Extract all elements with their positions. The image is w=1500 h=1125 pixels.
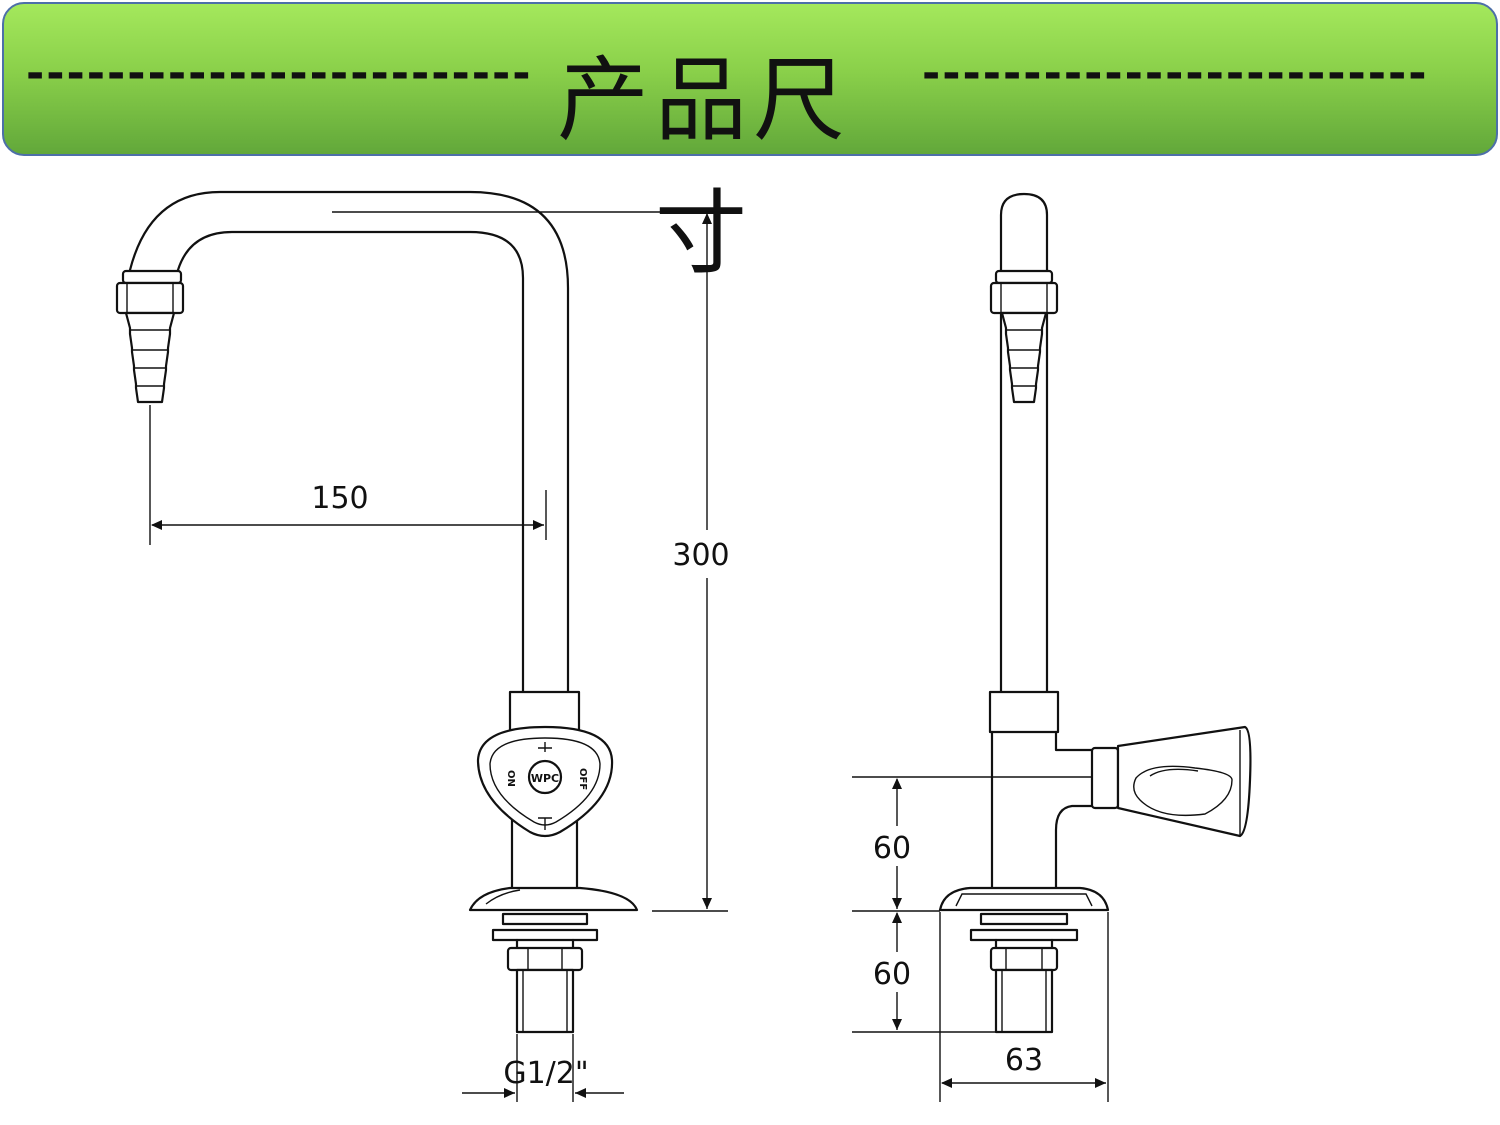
header-banner: ------------------------- 产品尺寸 ---------…	[2, 2, 1498, 287]
lock-nut	[506, 946, 584, 972]
washer-top	[501, 912, 589, 926]
header-left-dashes: -------------------------	[26, 48, 533, 99]
nozzle-collar	[121, 269, 183, 285]
washer-bottom	[491, 928, 599, 942]
side-lock-nut	[989, 946, 1059, 972]
reach-dimension: 150	[311, 481, 368, 516]
spout-inner-contour	[176, 230, 525, 694]
side-hose-barb	[1000, 311, 1048, 404]
side-mounting-flange	[938, 886, 1110, 912]
front-view: WPC ON OFF 150 300	[115, 190, 730, 1102]
page-title: 产品尺寸	[556, 47, 851, 287]
handle-hub	[1090, 746, 1120, 810]
height-dimension: 300	[672, 538, 729, 573]
side-spout-top	[999, 192, 1049, 274]
upper-segment-dimension: 60	[873, 831, 911, 866]
base-width-dimension: 63	[1005, 1043, 1043, 1078]
lower-segment-dimension: 60	[873, 957, 911, 992]
side-threaded-shank	[994, 968, 1054, 1034]
spout-outer-contour	[128, 190, 570, 694]
side-washer-bottom	[969, 928, 1079, 942]
threaded-shank	[515, 968, 575, 1034]
brand-label: WPC	[531, 772, 559, 785]
side-washer-top	[979, 912, 1069, 926]
side-view: 60 60 63	[852, 192, 1252, 1102]
side-body-collar	[988, 690, 1060, 734]
on-label: ON	[505, 770, 516, 787]
hose-barb	[124, 311, 176, 404]
thread-dimension: G1/2"	[503, 1056, 588, 1091]
mounting-flange	[468, 886, 639, 912]
header-right-dashes: -------------------------	[922, 48, 1429, 99]
brand-badge	[527, 759, 563, 795]
handle-lever	[1116, 725, 1252, 838]
off-label: OFF	[577, 768, 588, 790]
